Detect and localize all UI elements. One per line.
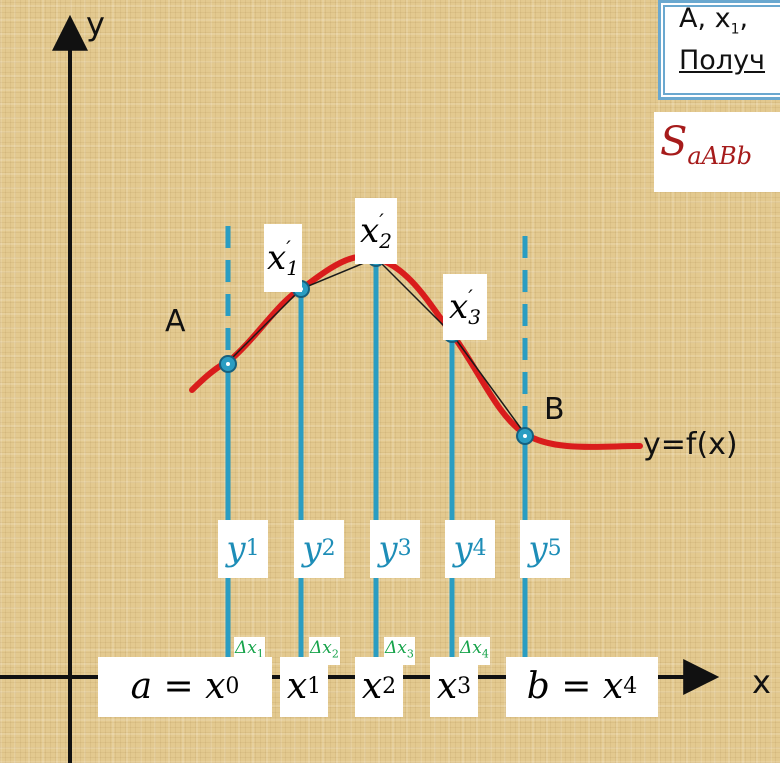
info-box-line1: A, x1, — [679, 3, 749, 38]
info-box-line2: Получ — [679, 45, 766, 76]
label-delta-x3: Δx3 — [384, 637, 415, 666]
curve-label: y=f(x) — [643, 427, 738, 462]
label-x3-prime-sup: ′ — [468, 285, 473, 309]
point-b — [516, 427, 534, 445]
label-x3-prime: x′3 — [443, 274, 487, 340]
point-a — [219, 355, 237, 373]
y-axis-label: y — [86, 5, 105, 43]
label-x3-prime-base: x — [449, 287, 469, 327]
curve-f-x — [189, 253, 643, 450]
label-x2-prime-sub: 2 — [379, 229, 392, 253]
label-delta-x4: Δx4 — [459, 637, 490, 666]
label-x1-prime-sub: 1 — [286, 256, 299, 280]
x-axis-label: x — [752, 663, 771, 701]
label-x2-prime: x′2 — [355, 198, 397, 264]
label-x2-prime-base: x — [360, 211, 380, 251]
formula-box: SaABb — [654, 112, 780, 192]
label-x1-prime: x′1 — [264, 224, 302, 292]
point-b-label: B — [544, 392, 565, 427]
label-x1-prime-base: x — [267, 238, 287, 278]
info-box: A, x1, Получ — [658, 0, 780, 100]
label-x3-prime-sub: 3 — [468, 305, 481, 329]
label-x2-prime-sup: ′ — [379, 209, 384, 233]
point-a-label: A — [165, 304, 186, 339]
label-x1-prime-sup: ′ — [286, 236, 291, 260]
formula-s: SaABb — [660, 119, 753, 170]
